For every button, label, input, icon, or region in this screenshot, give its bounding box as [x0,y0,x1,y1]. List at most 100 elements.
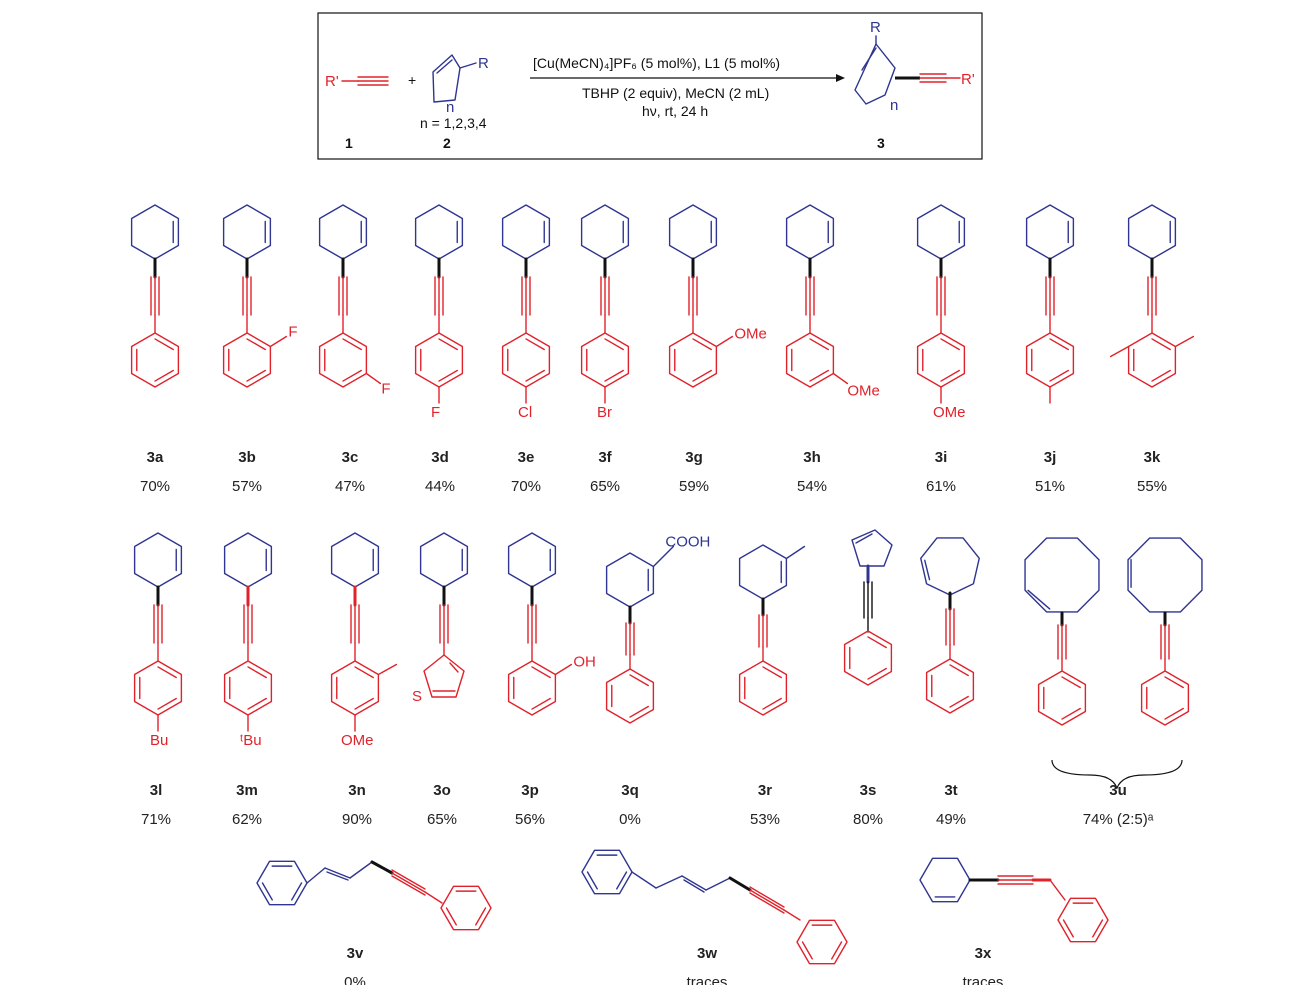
yield-3c: 47% [335,478,365,495]
structure-3m: ᵗBu [223,532,273,749]
yield-3v: 0% [344,974,366,985]
structure-3o: S [412,532,469,705]
compound-label-3r: 3r [758,782,772,799]
yield-3f: 65% [590,478,620,495]
compound-label-3n: 3n [348,782,366,799]
plus-sign: + [408,72,416,88]
yield-3q: 0% [619,811,641,828]
scheme-box [317,12,983,160]
yield-3i: 61% [926,478,956,495]
yield-3g: 59% [679,478,709,495]
yield-3d: 44% [425,478,455,495]
yield-3m: 62% [232,811,262,828]
yield-3r: 53% [750,811,780,828]
substituent-label: OMe [933,404,966,421]
reagent-line-2: TBHP (2 equiv), MeCN (2 mL) [582,85,769,101]
compound-label-3f: 3f [598,449,612,466]
structure-3g: OMe [668,204,767,388]
compound-label-3i: 3i [935,449,948,466]
compound-label-3d: 3d [431,449,449,466]
structure-3k [1109,204,1195,388]
structure-3p: OH [507,532,596,716]
structure-3t [920,537,980,714]
yield-3e: 70% [511,478,541,495]
structure-3r [738,544,806,716]
r-label: R [478,55,489,72]
compound-label-3s: 3s [860,782,877,799]
substituent-label: ᵗBu [240,732,262,749]
yield-3w: traces [687,974,728,985]
n-label: n [446,99,454,116]
product-r-label: R [870,19,881,36]
substituent-label: COOH [665,534,710,551]
structure-3x [919,857,1109,943]
yield-3x: traces [963,974,1004,985]
yield-3a: 70% [140,478,170,495]
structure-3w [581,849,848,965]
cycloalkene-ring [432,54,461,103]
n-range: n = 1,2,3,4 [420,115,487,131]
yield-3h: 54% [797,478,827,495]
structure-3u-isomer-2 [1127,537,1203,726]
product-n-label: n [890,97,898,114]
structure-3c: F [318,204,391,398]
structure-3s [843,529,893,686]
yield-3p: 56% [515,811,545,828]
compound-label-3b: 3b [238,449,256,466]
structure-3d: F [414,204,464,421]
compound-2-label: 2 [443,135,451,151]
structure-3j [1025,204,1075,404]
structure-3h: OMe [785,204,880,400]
product-ring [854,43,896,105]
compound-label-3u: 3u [1109,782,1127,799]
reagent-line-1: [Cu(MeCN)₄]PF₆ (5 mol%), L1 (5 mol%) [533,55,780,71]
compound-3-label: 3 [877,135,885,151]
substituent-label: F [288,324,297,341]
yield-3l: 71% [141,811,171,828]
substituent-label: OMe [734,326,767,343]
compound-label-3e: 3e [518,449,535,466]
compound-labels: 3a 70% 3b 57% 3c 47% 3d 44% 3e 70% 3f 65% 3g 59% 3h 54%… [140,449,1167,985]
reaction-scheme: R' + R n n = 1,2,3,4 1 2 [Cu(MeCN)₄]PF₆ … [317,12,983,160]
3u-isomer-bracket [1051,759,1183,790]
r-prime-label: R' [325,73,339,90]
reagent-line-3: hν, rt, 24 h [642,103,708,119]
substituent-label: OMe [341,732,374,749]
yield-3n: 90% [342,811,372,828]
yield-3b: 57% [232,478,262,495]
compound-label-3w: 3w [697,945,717,962]
structure-3f: Br [580,204,630,421]
structure-3l: Bu [133,532,183,749]
compound-label-3q: 3q [621,782,639,799]
structure-3v [256,860,492,931]
yield-3t: 49% [936,811,966,828]
compound-label-3x: 3x [975,945,992,962]
structure-3q: COOH [605,534,710,724]
substituent-label: F [381,381,390,398]
substituent-label: F [431,404,440,421]
compound-label-3l: 3l [150,782,163,799]
compound-label-3o: 3o [433,782,451,799]
yield-3j: 51% [1035,478,1065,495]
yield-3s: 80% [853,811,883,828]
compound-label-3a: 3a [147,449,164,466]
compound-label-3g: 3g [685,449,703,466]
compound-1-label: 1 [345,135,353,151]
compound-label-3t: 3t [944,782,957,799]
substituent-label: OMe [847,383,880,400]
compound-label-3h: 3h [803,449,821,466]
structure-3e: Cl [501,204,551,421]
structure-3b: F [222,204,298,388]
compound-label-3c: 3c [342,449,359,466]
structure-3i: OMe [916,204,966,421]
compound-label-3k: 3k [1144,449,1161,466]
structure-3a [130,204,180,388]
substituent-label: Bu [150,732,168,749]
arrow-head [836,74,845,82]
yield-3u: 74% (2:5)ᵃ [1083,811,1154,828]
compound-label-3j: 3j [1044,449,1057,466]
yield-3k: 55% [1137,478,1167,495]
compound-label-3p: 3p [521,782,539,799]
